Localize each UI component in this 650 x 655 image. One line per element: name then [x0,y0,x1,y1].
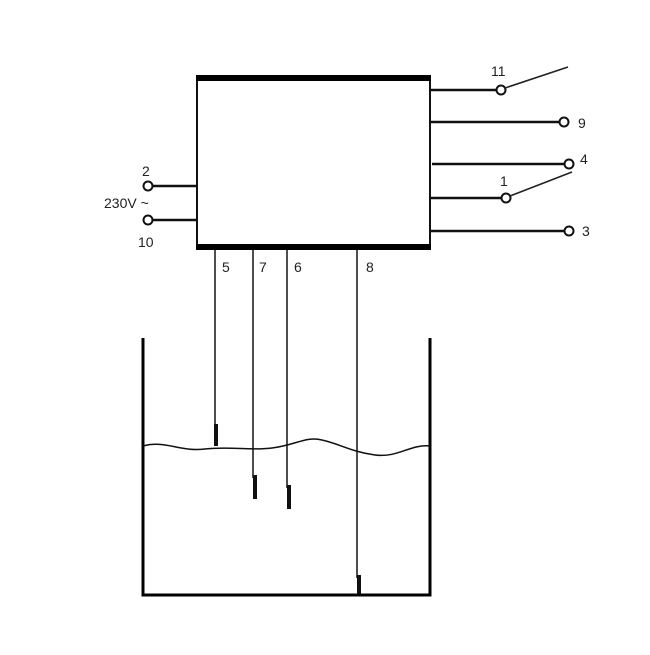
probe-5-label: 5 [222,259,230,275]
terminal-10-connector [142,214,154,226]
terminal-1-label: 1 [500,173,508,189]
terminal-11-connector [495,84,507,96]
terminal-3-connector [563,225,575,237]
tank-walls [141,338,432,597]
terminal-4-connector [563,158,575,170]
probe-7-tip [253,475,257,499]
terminal-10-label: 10 [138,234,154,250]
terminal-2-connector [142,180,154,192]
terminal-3-label: 3 [582,223,590,239]
terminal-1-switch-blade [509,171,573,197]
supply-voltage-label: 230V ~ [104,195,149,211]
terminal-11-switch-blade [504,66,569,89]
probe-electrodes: 5 7 6 8 [214,250,374,595]
probe-6-tip [287,485,291,509]
controller-body [196,77,431,249]
terminal-1-connector [500,192,512,204]
terminal-11-label: 11 [491,63,506,79]
terminal-4-label: 4 [580,151,588,167]
terminal-2-label: 2 [142,163,150,179]
supply-input: 2 10 230V ~ [104,163,197,250]
terminal-9-connector [558,116,570,128]
water-tank [141,338,432,597]
controller-box [196,75,431,250]
probe-6-label: 6 [294,259,302,275]
output-terminals: 11 9 4 1 3 [430,63,590,239]
terminal-9-label: 9 [578,115,586,131]
probe-8-tip [357,575,361,595]
probe-7-label: 7 [259,259,267,275]
probe-5-tip [214,424,218,446]
water-surface-line [142,438,431,457]
probe-8-label: 8 [366,259,374,275]
